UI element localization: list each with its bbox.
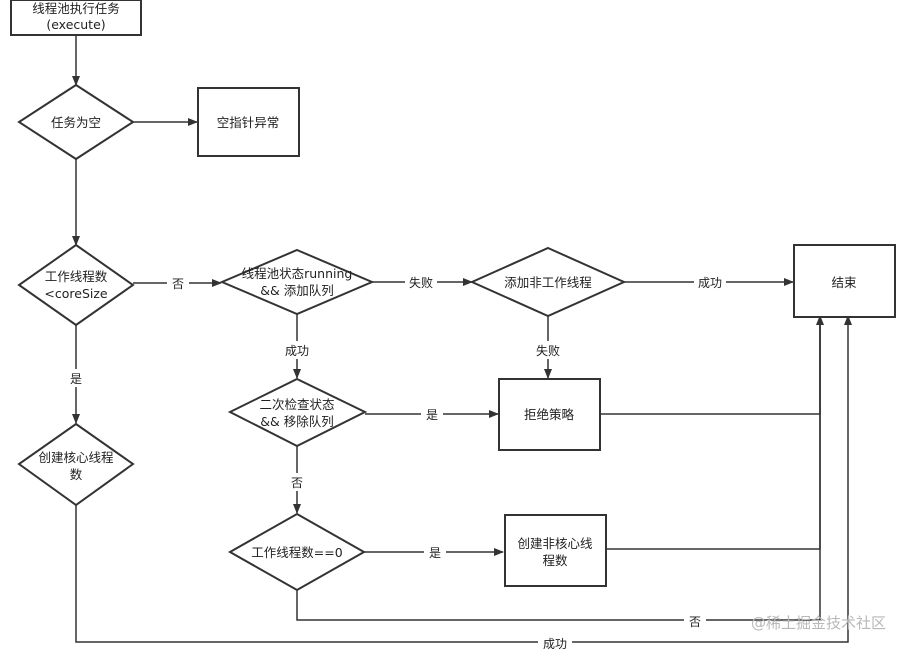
node-start-line1: 线程池执行任务 [32,1,120,16]
watermark: @稀土掘金技术社区 [751,614,886,632]
node-create-core-line1: 创建核心线程 [38,450,114,465]
node-running-queue: 线程池状态running && 添加队列 [219,248,375,316]
edge-label-yes-worker-zero: 是 [429,546,441,560]
node-worker-zero-label: 工作线程数==0 [251,545,342,560]
edge-label-success-running: 成功 [285,344,309,358]
node-create-noncore: 创建非核心线 程数 [504,514,607,587]
node-running-queue-line1: 线程池状态running [242,266,353,281]
node-create-noncore-line2: 程数 [542,553,568,568]
node-reject-label: 拒绝策略 [524,407,575,422]
node-start-line2: (execute) [46,17,105,32]
watermark-text: @稀土掘金技术社区 [751,614,886,632]
node-create-core-line2: 数 [70,467,83,482]
node-add-worker: 添加非工作线程 [469,246,627,318]
node-start: 线程池执行任务 (execute) [10,0,142,36]
node-end-label: 结束 [831,275,857,290]
node-core-check-line1: 工作线程数 [45,269,108,284]
nodes: 线程池执行任务 (execute) 任务为空 空指针异常 工作线程数 <core… [10,0,896,592]
node-add-worker-label: 添加非工作线程 [504,275,592,290]
node-task-null: 任务为空 [17,83,135,161]
edges [72,35,852,643]
edge-label-success-add-worker: 成功 [698,276,722,290]
node-create-noncore-line1: 创建非核心线 [517,536,593,551]
edge-label-fail-add-worker: 失败 [536,343,560,358]
node-core-check: 工作线程数 <coreSize [17,243,135,327]
node-end: 结束 [793,244,896,318]
edge-label-success-create-core: 成功 [543,637,567,651]
edge-label-yes-core-check: 是 [70,372,82,386]
edge-reject-to-end [600,315,824,415]
node-task-null-label: 任务为空 [51,115,101,130]
edge-label-fail-running: 失败 [409,275,433,290]
node-reject: 拒绝策略 [498,378,601,451]
node-create-core: 创建核心线程 数 [17,422,135,507]
edge-label-no-recheck: 否 [291,476,303,490]
node-recheck-line2: && 移除队列 [260,414,333,429]
edge-label-yes-recheck: 是 [426,408,438,422]
edge-labels: 否 失败 成功 成功 失败 是 是 否 是 否 成功 [65,273,726,652]
edge-label-no-worker-zero: 否 [689,615,701,629]
edge-worker-zero-no-to-end [296,320,821,621]
edge-create-core-to-end [75,315,852,643]
node-npe: 空指针异常 [197,87,300,157]
node-recheck-line1: 二次检查状态 [259,397,334,412]
node-npe-label: 空指针异常 [217,115,280,130]
edge-create-noncore-to-end [606,318,821,550]
node-recheck: 二次检查状态 && 移除队列 [227,377,368,448]
node-worker-zero: 工作线程数==0 [227,512,367,592]
edge-label-no-core-check: 否 [172,277,184,291]
node-running-queue-line2: && 添加队列 [260,283,333,298]
node-core-check-line2: <coreSize [44,286,108,301]
